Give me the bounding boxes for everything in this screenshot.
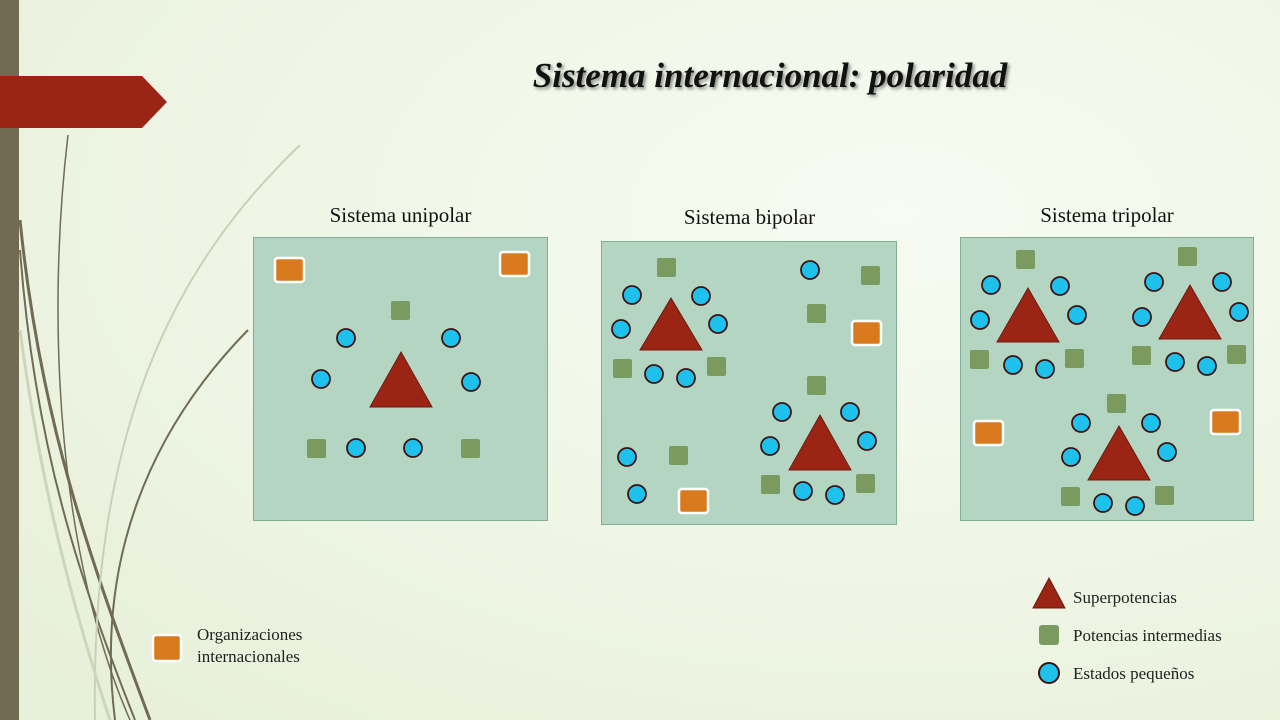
- panel-title-unipolar: Sistema unipolar: [329, 203, 472, 227]
- legend-potencias-intermedias: Potencias intermedias: [1073, 626, 1222, 645]
- legend-organizaciones-line1: Organizaciones: [197, 625, 303, 644]
- legend-organizaciones: Organizaciones internacionales: [197, 624, 302, 668]
- panel-bipolar: [601, 241, 897, 525]
- decorative-curves: [18, 134, 301, 720]
- superpotencia-legend-icon: [1032, 577, 1066, 609]
- panel-tripolar: [960, 237, 1254, 521]
- legend-estados-pequenos: Estados pequeños: [1073, 664, 1195, 683]
- left-accent-bar: [0, 0, 19, 720]
- panel-title-bipolar: Sistema bipolar: [683, 205, 816, 229]
- estado-pequeno-legend-icon: [1038, 662, 1060, 684]
- panel-title-tripolar: Sistema tripolar: [1040, 203, 1174, 227]
- title-arrow-banner: [0, 76, 167, 128]
- potencia-intermedia-legend-icon: [1039, 625, 1059, 645]
- panel-unipolar: [253, 237, 548, 521]
- legend-organizaciones-line2: internacionales: [197, 647, 300, 666]
- legend-superpotencias: Superpotencias: [1073, 588, 1177, 607]
- organization-legend-icon: [151, 633, 183, 663]
- bipolar-diagram: [611, 258, 883, 515]
- unipolar-diagram: [273, 250, 531, 458]
- tripolar-diagram: [970, 247, 1249, 516]
- page-title: Sistema internacional: polaridad: [532, 56, 1008, 95]
